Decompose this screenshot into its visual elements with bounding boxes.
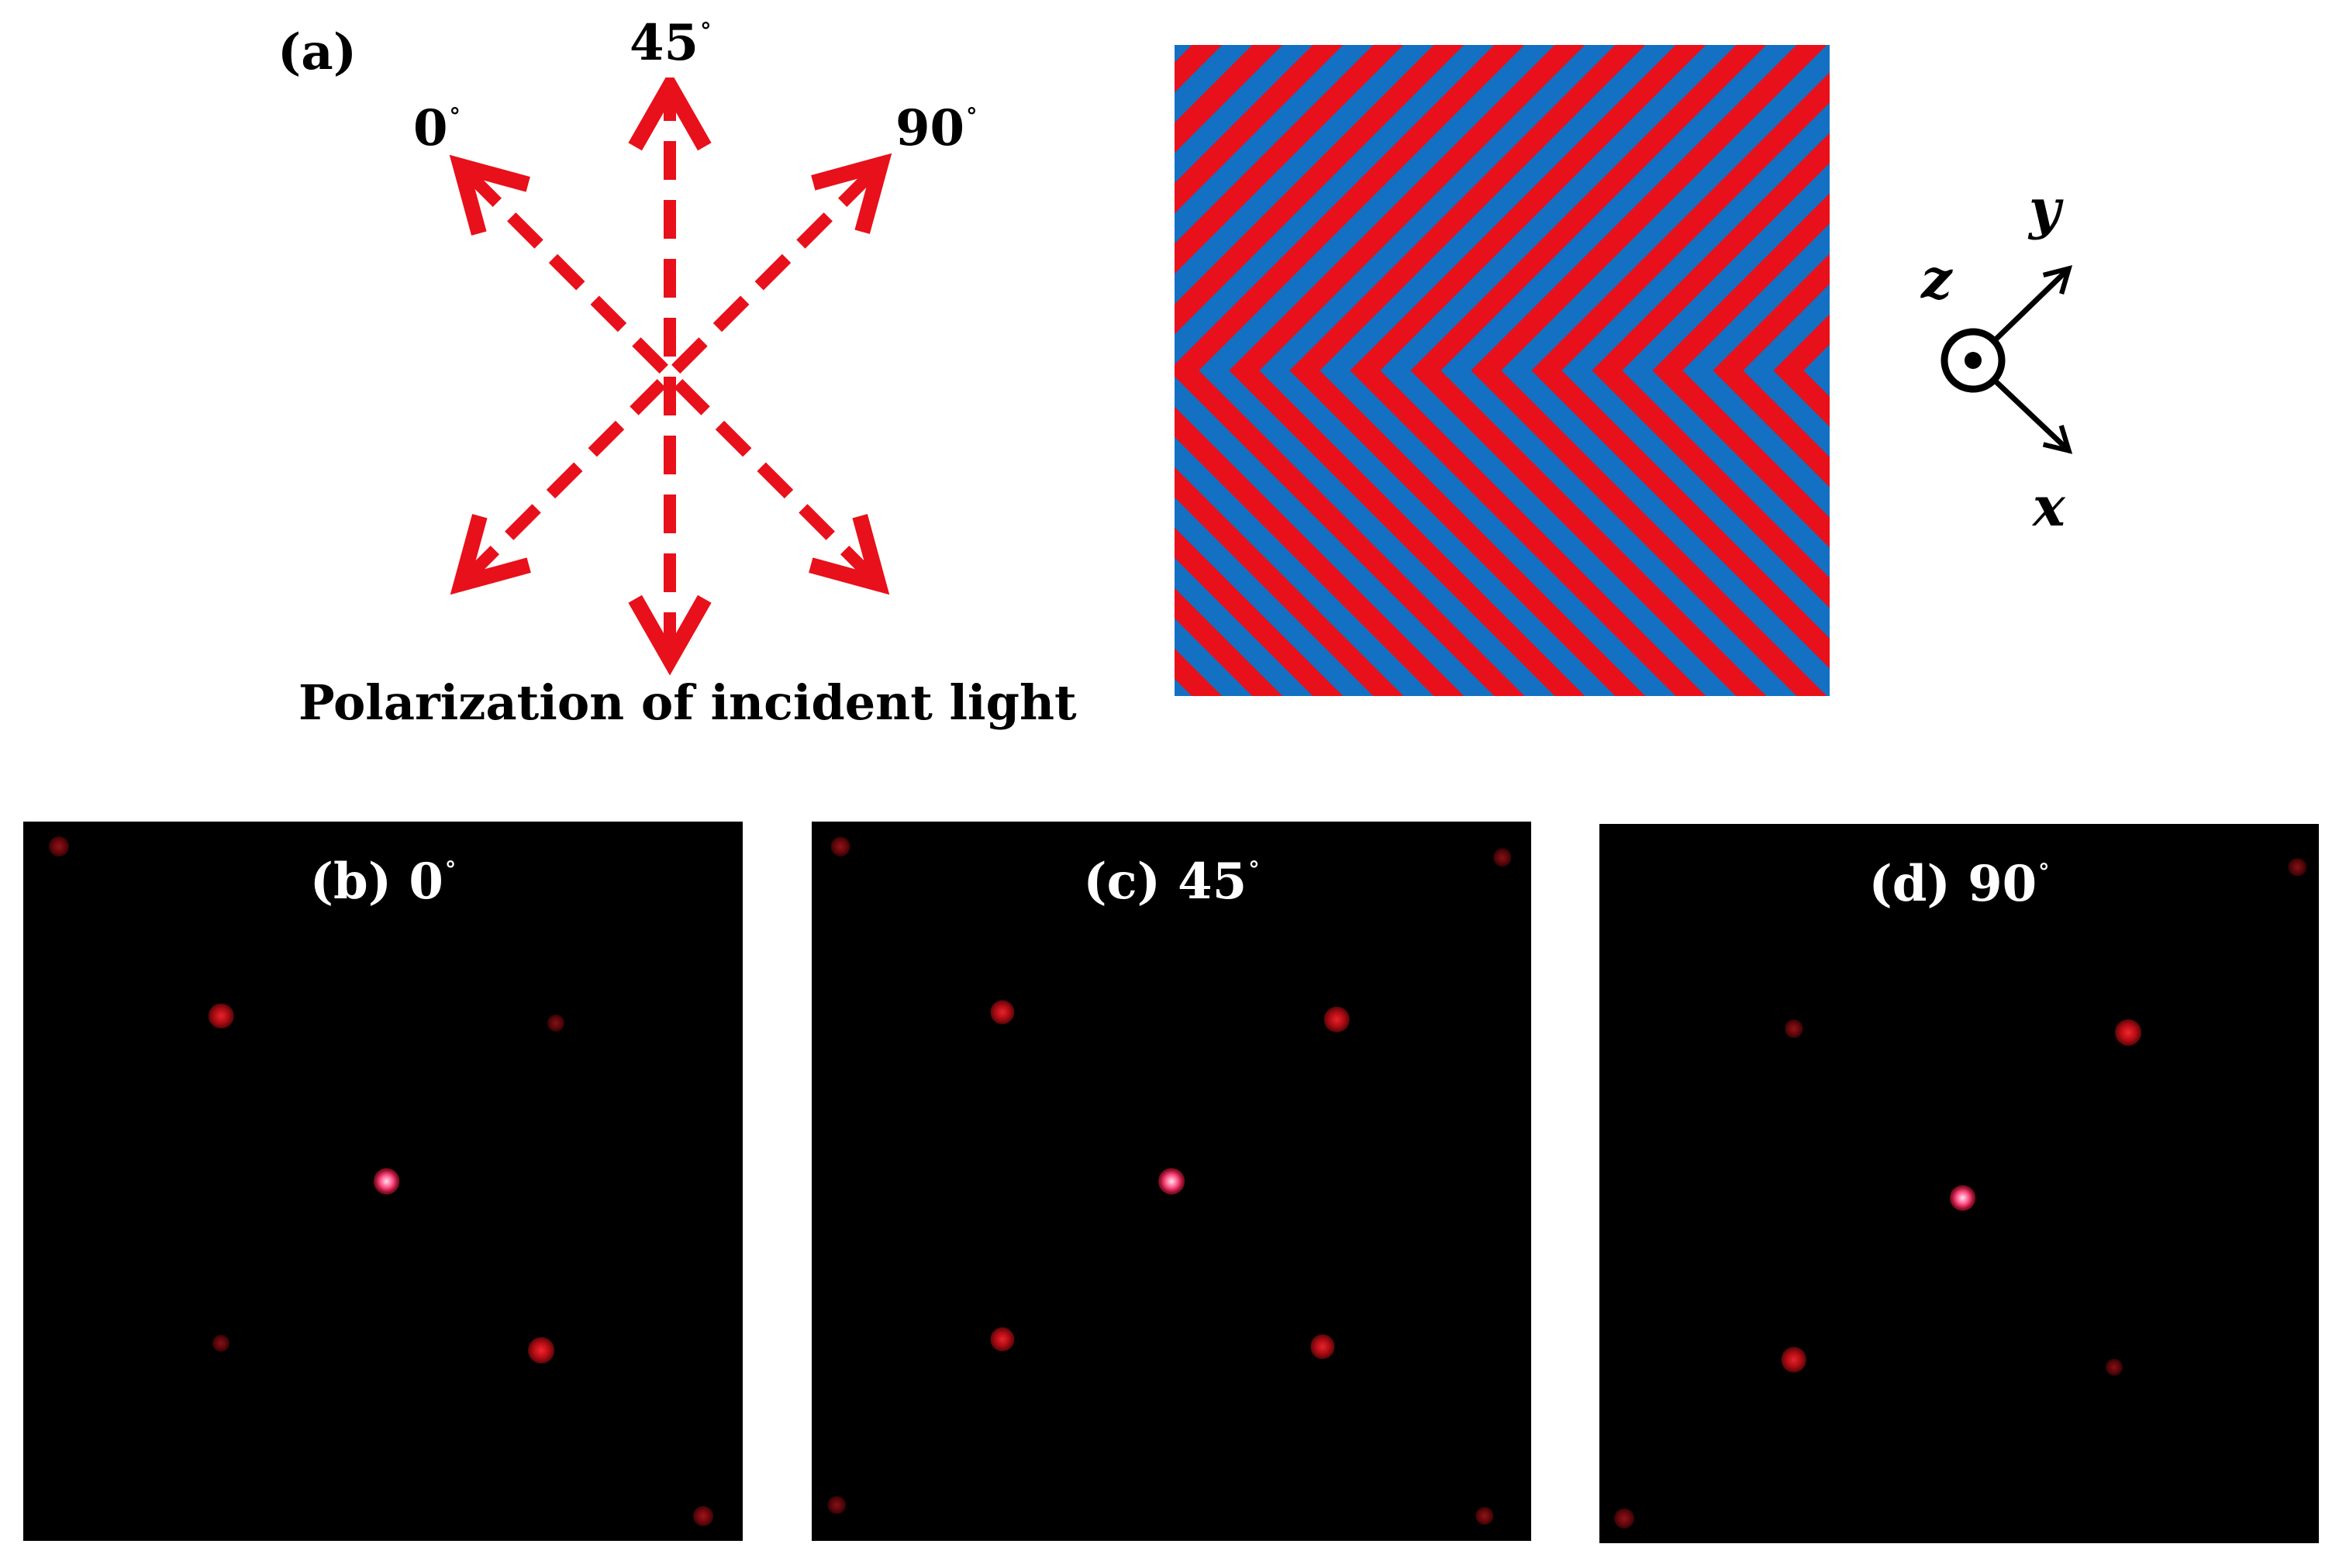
polarization-arrows-icon [449,78,892,676]
coordinate-axes-icon [1941,265,2073,454]
blue-stripe [1743,284,1830,457]
axis-label-z: z [1921,246,1952,311]
angle-label-45: 45° [630,14,712,72]
red-stripe [1531,72,1830,669]
red-stripe [1592,133,1830,608]
diffraction-panel-d: (d) 90° [1599,824,2319,1543]
polarization-caption: Polarization of incident light [298,674,1077,731]
blue-stripe [1803,344,1830,397]
red-stripe [1289,45,1651,696]
angle-label-90: 90° [895,99,978,157]
diffraction-spot [1781,1347,1806,1373]
red-stripe [1229,45,1590,696]
blue-stripe [1682,223,1830,518]
diffraction-spot [1614,1508,1635,1528]
blue-stripe [1199,45,1560,696]
panel-d-title: (d) 90° [1868,855,2050,913]
grating-pattern [1175,45,1830,696]
diffraction-spot [547,1014,564,1032]
red-stripe [1652,193,1830,548]
diffraction-spot [830,837,850,856]
red-stripe [1773,314,1830,427]
diffraction-spot [1784,1019,1803,1039]
diffraction-spot [212,1334,230,1352]
diffraction-panel-b: (b) 0° [23,822,743,1541]
red-stripe [1350,45,1711,696]
axis-label-y: y [2029,177,2061,241]
diffraction-spot [1310,1334,1335,1360]
diffraction-spot [1475,1506,1494,1525]
blue-stripe [1320,45,1681,696]
diffraction-spot [208,1003,234,1029]
red-stripe [1713,253,1830,488]
panel-a-label: (a) [278,23,357,81]
diffraction-spot [2105,1358,2123,1376]
diffraction-spot [1324,1006,1350,1032]
diffraction-spot [990,1327,1015,1352]
diffraction-spot [2115,1019,2141,1046]
diffraction-spot [827,1495,847,1515]
arrow-90-deg [450,153,892,595]
red-stripe [1471,45,1830,696]
blue-stripe [1561,102,1830,639]
diffraction-panel-c: (c) 45° [812,822,1531,1541]
diffraction-spot [2288,857,2306,877]
angle-label-0: 0° [413,99,461,157]
diffraction-spot [1493,848,1512,867]
axis-label-x: x [2033,474,2065,539]
zero-order-spot [1158,1168,1185,1194]
blue-stripe [1380,45,1741,696]
zero-order-spot [373,1168,400,1194]
red-stripe [1410,45,1771,696]
diffraction-spot [49,836,70,857]
blue-stripe [1259,45,1620,696]
diffraction-spot [692,1505,713,1526]
blue-stripe [1440,45,1802,696]
zero-order-spot [1949,1184,1976,1211]
panel-c-title: (c) 45° [1083,853,1260,911]
panel-b-title: (b) 0° [309,853,457,911]
blue-stripe [1622,163,1830,578]
diffraction-spot [990,1000,1015,1025]
red-stripe [1175,45,1530,696]
diffraction-spot [528,1337,555,1363]
blue-stripe [1501,45,1830,696]
